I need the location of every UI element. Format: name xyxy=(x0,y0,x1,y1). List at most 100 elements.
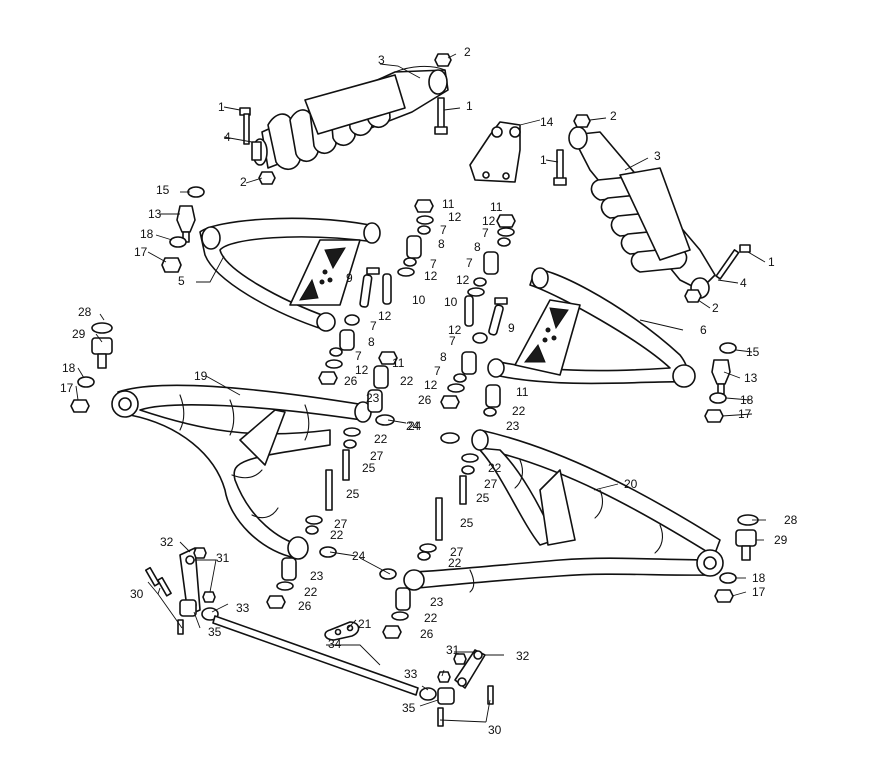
callout-1: 1 xyxy=(466,99,473,113)
snap-ring-upper-left xyxy=(187,186,205,198)
callout-33: 33 xyxy=(404,667,418,681)
callout-7: 7 xyxy=(482,226,489,240)
callout-4: 4 xyxy=(740,276,747,290)
callout-2: 2 xyxy=(240,175,247,189)
callout-8: 8 xyxy=(368,335,375,349)
shock-mount-bracket xyxy=(469,121,521,183)
callout-8: 8 xyxy=(474,240,481,254)
lower-a-arm-right xyxy=(403,429,724,593)
callout-7: 7 xyxy=(440,223,447,237)
bolt-right-shock-top xyxy=(553,149,567,186)
callout-24: 24 xyxy=(408,419,422,433)
callout-10: 10 xyxy=(412,293,426,307)
callout-22: 22 xyxy=(488,461,502,475)
callout-7: 7 xyxy=(466,256,473,270)
callout-27: 27 xyxy=(370,449,384,463)
bushing-stack-upper-left-arm xyxy=(318,199,434,385)
callout-30: 30 xyxy=(488,723,502,737)
tie-rod xyxy=(212,615,419,696)
callout-11: 11 xyxy=(392,356,405,370)
callout-6: 6 xyxy=(700,323,707,337)
callout-12: 12 xyxy=(482,214,496,228)
bolt-left-shock-bottom xyxy=(239,107,251,145)
callout-17: 17 xyxy=(752,585,766,599)
callout-26: 26 xyxy=(344,374,358,388)
bolts-left-link xyxy=(144,566,184,635)
callout-35: 35 xyxy=(208,625,222,639)
nut-right-shock-bottom xyxy=(684,289,702,303)
shock-absorber-right xyxy=(568,126,716,299)
callout-13: 13 xyxy=(744,371,758,385)
bolt-right-shock-bottom xyxy=(715,244,751,280)
callout-7: 7 xyxy=(370,319,377,333)
callout-12: 12 xyxy=(424,378,438,392)
bolts-right-link xyxy=(437,685,494,727)
spacer-left-shock xyxy=(251,141,262,161)
callout-35: 35 xyxy=(402,701,416,715)
callout-23: 23 xyxy=(310,569,324,583)
callout-1: 1 xyxy=(768,255,775,269)
bushing-stack-lower-left-arm xyxy=(266,351,398,609)
callout-31: 31 xyxy=(446,643,460,657)
callout-8: 8 xyxy=(438,237,445,251)
callout-25: 25 xyxy=(460,516,474,530)
callout-2: 2 xyxy=(464,45,471,59)
callout-28: 28 xyxy=(784,513,798,527)
callout-29: 29 xyxy=(774,533,788,547)
callout-12: 12 xyxy=(448,210,462,224)
callout-15: 15 xyxy=(156,183,170,197)
callout-labels: 1 1 1 1 2 2 2 2 3 3 4 4 5 6 7 7 7 7 7 7 … xyxy=(60,45,798,737)
nut-lower-left xyxy=(70,399,90,413)
bushing-stack-lower-right-arm xyxy=(379,384,501,639)
callout-2: 2 xyxy=(712,301,719,315)
callout-27: 27 xyxy=(334,517,348,531)
callout-32: 32 xyxy=(160,535,174,549)
washer-lower-right xyxy=(719,572,737,584)
callout-17: 17 xyxy=(134,245,148,259)
callout-9: 9 xyxy=(508,321,515,335)
nut-left-shock-bottom xyxy=(258,171,276,185)
nut-left-shock-top xyxy=(434,53,452,67)
callout-7: 7 xyxy=(449,334,456,348)
callout-14: 14 xyxy=(540,115,554,129)
snap-ring-upper-right xyxy=(719,342,737,354)
boot-lower-left xyxy=(91,322,113,334)
ball-joint-end-right xyxy=(419,687,455,705)
callout-27: 27 xyxy=(484,477,498,491)
callout-1: 1 xyxy=(218,100,225,114)
callout-31: 31 xyxy=(216,551,230,565)
shock-absorber-left xyxy=(252,65,449,171)
callout-11: 11 xyxy=(490,200,503,214)
callout-22: 22 xyxy=(374,432,388,446)
upper-a-arm-right xyxy=(487,267,696,388)
callout-9: 9 xyxy=(346,271,353,285)
nut-lower-right xyxy=(714,589,734,603)
callout-27: 27 xyxy=(450,545,464,559)
callout-13: 13 xyxy=(148,207,162,221)
callout-18: 18 xyxy=(740,393,754,407)
callout-22: 22 xyxy=(400,374,414,388)
callout-10: 10 xyxy=(444,295,458,309)
nuts-left-link xyxy=(193,547,216,603)
callout-32: 32 xyxy=(516,649,530,663)
callout-23: 23 xyxy=(366,391,380,405)
callout-26: 26 xyxy=(298,599,312,613)
callout-28: 28 xyxy=(78,305,92,319)
callout-23: 23 xyxy=(430,595,444,609)
washer-lower-left xyxy=(77,376,95,388)
callout-17: 17 xyxy=(60,381,74,395)
callout-4: 4 xyxy=(224,130,231,144)
callout-25: 25 xyxy=(476,491,490,505)
callout-18: 18 xyxy=(752,571,766,585)
nut-upper-right xyxy=(704,409,724,423)
callout-21: 21 xyxy=(358,617,372,631)
callout-7: 7 xyxy=(355,349,362,363)
callout-3: 3 xyxy=(654,149,661,163)
callout-20: 20 xyxy=(624,477,638,491)
lower-a-arm-left xyxy=(111,384,372,560)
bolt-left-shock-top xyxy=(434,97,448,135)
callout-26: 26 xyxy=(418,393,432,407)
callout-12: 12 xyxy=(448,323,462,337)
